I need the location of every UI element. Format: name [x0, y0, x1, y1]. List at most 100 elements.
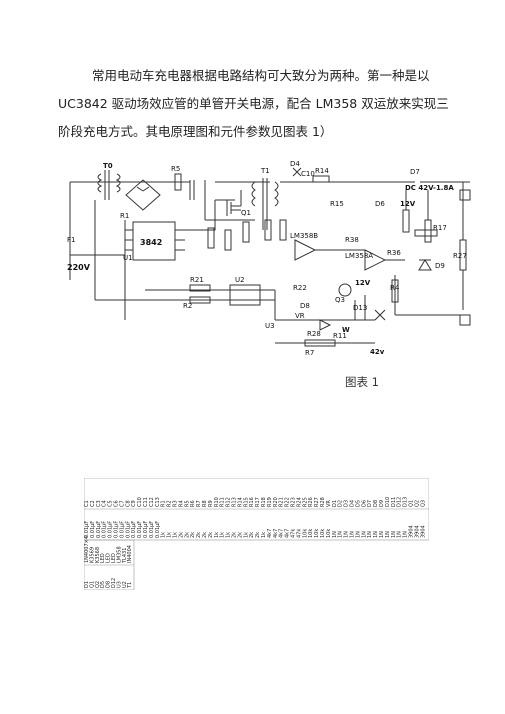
bom-cell: 0.01μF: [108, 521, 114, 538]
bom-cell: VR: [326, 500, 332, 507]
bom-cell: Q3: [420, 500, 426, 507]
label-12v: 12V: [400, 200, 416, 208]
bom-cell: 2k: [184, 532, 190, 538]
bom-cell: 0.01μF: [131, 521, 137, 538]
bom-cell: C5: [108, 500, 114, 507]
bom-cell: TL431: [122, 548, 128, 564]
label-r28: R28: [307, 330, 321, 338]
bom-cell: R6: [190, 500, 196, 507]
figure-caption: 图表 1: [345, 375, 379, 389]
bom-cell: 1k: [214, 532, 220, 538]
bom-cell: 2k: [255, 532, 261, 538]
bom-cell: 2k: [249, 532, 255, 538]
bom-cell: 0.01μF: [137, 521, 143, 538]
bom-cell: 1k: [220, 532, 226, 538]
label-t0: T0: [103, 162, 113, 170]
bom-cell: 1N: [338, 531, 344, 538]
bom-cell: 1k: [243, 532, 249, 538]
bom-cell: LM358: [116, 546, 122, 563]
bom-cell: 1N: [350, 531, 356, 538]
bom-cell: 1N: [379, 531, 385, 538]
bom-cell: R3: [173, 500, 179, 507]
bom-cell: T1: [127, 582, 133, 589]
bom-cell: 10k: [302, 529, 308, 538]
label-42v: 42v: [370, 348, 385, 356]
bom-cell: R15: [243, 497, 249, 507]
bom-cell: C6: [114, 500, 120, 507]
bom-cell: 1k: [167, 532, 173, 538]
bom-cell: D12: [397, 497, 403, 507]
bom-cell: 1N: [391, 531, 397, 538]
label-u2: U2: [235, 276, 245, 284]
bom-cell: R20: [273, 497, 279, 507]
bom-cell: 10k: [308, 529, 314, 538]
label-r4: R4: [390, 284, 400, 292]
label-r5: R5: [171, 165, 180, 173]
bom-cell: R13: [232, 497, 238, 507]
bom-cell: 2k: [196, 532, 202, 538]
label-r14: R14: [315, 167, 329, 175]
bom-cell: D8: [106, 581, 112, 588]
bom-cell: 4k7: [279, 529, 285, 538]
label-d4: D4: [290, 160, 300, 168]
label-d9: D9: [435, 262, 445, 270]
bom-cell: 2k: [190, 532, 196, 538]
bom-cell: C1: [84, 500, 90, 507]
bom-cell: Q1: [89, 581, 95, 588]
bom-cell: 47k: [296, 529, 302, 538]
bom-cell: D4: [350, 500, 356, 507]
bom-cell: 0.01μF: [102, 521, 108, 538]
bom-cell: D13: [403, 497, 409, 507]
bom-cell: 2k: [202, 532, 208, 538]
bom-cell: R7: [196, 500, 202, 507]
bom-cell: 1N: [332, 531, 338, 538]
bom-cell: 0.01μF: [96, 521, 102, 538]
bom-cell: 4k7: [285, 529, 291, 538]
label-r27: R27: [453, 252, 467, 260]
bom-cell: C8: [125, 500, 131, 507]
label-lm358b: LM358B: [290, 232, 318, 240]
label-c10: C10: [301, 170, 315, 178]
bom-cell: Q1: [409, 500, 415, 507]
bom-cell: 10k: [314, 529, 320, 538]
bom-cell: Q2: [414, 500, 420, 507]
intro-paragraph: 常用电动车充电器根据电路结构可大致分为两种。第一种是以 UC3842 驱动场效应…: [58, 62, 458, 146]
label-q1: Q1: [241, 209, 251, 217]
bom-cell: R12: [226, 497, 232, 507]
bom-cell: 10k: [320, 529, 326, 538]
bom-cell: 3904: [414, 525, 420, 538]
bom-cell: R1: [161, 500, 167, 507]
label-r38: R38: [345, 236, 359, 244]
bom-cell: D5: [355, 500, 361, 507]
bom-cell: R11: [220, 497, 226, 507]
bom-cell: 10k: [326, 529, 332, 538]
bom-cell: K3569: [89, 547, 95, 563]
label-lm358a: LM358A: [345, 252, 373, 260]
bom-cell: 1k: [226, 532, 232, 538]
bom-cell: R19: [267, 497, 273, 507]
bom-cell: IN4004: [127, 545, 133, 563]
label-r2: R2: [183, 302, 192, 310]
bom-cell: D8: [373, 500, 379, 507]
label-d13: D13: [353, 304, 367, 312]
label-r17: R17: [433, 224, 447, 232]
bom-cell: D12: [111, 578, 117, 588]
bom-cell: 1N: [344, 531, 350, 538]
bom-cell: 3904: [409, 525, 415, 538]
bom-cell: U3: [116, 581, 122, 588]
bom-cell: 0.01μF: [90, 521, 96, 538]
bom-cell: 47k: [291, 529, 297, 538]
label-r21: R21: [190, 276, 204, 284]
bom-cell: R14: [237, 497, 243, 507]
bom-cell: R8: [202, 500, 208, 507]
bom-cell: LED: [111, 553, 117, 563]
bom-cell: R23: [291, 497, 297, 507]
bom-cell: C11: [143, 497, 149, 507]
bom-cell: R2: [167, 500, 173, 507]
bom-cell: R4: [178, 500, 184, 507]
bom-cell: 0.01μF: [114, 521, 120, 538]
bom-cell: 1N: [403, 531, 409, 538]
bom-cell: C2: [90, 500, 96, 507]
bom-cell: D3: [344, 500, 350, 507]
